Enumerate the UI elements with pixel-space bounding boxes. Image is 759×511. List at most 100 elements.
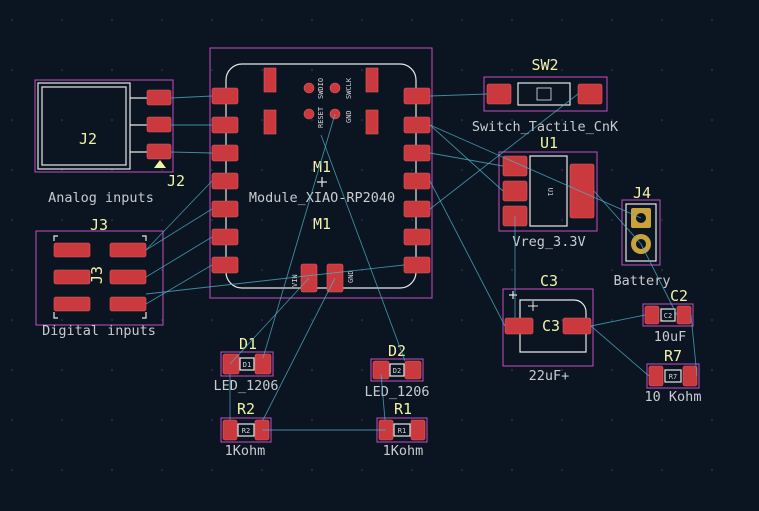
grid-dot (411, 219, 413, 221)
u1-value: Vreg_3.3V (512, 234, 585, 250)
m1-pad-swclk[interactable] (329, 82, 341, 94)
j2-pad-1[interactable] (146, 89, 172, 106)
m1-pad-reset[interactable] (303, 82, 315, 94)
ratsnest-line (145, 264, 213, 305)
c3-silk-polarity (509, 291, 517, 299)
sw2-pad-2[interactable] (577, 83, 603, 105)
resistor-r7[interactable]: R7 R7 10 Kohm (645, 347, 702, 405)
connector-j4[interactable]: J4 Battery (614, 184, 671, 289)
grid-dot (561, 269, 563, 271)
j3-pad-4[interactable] (109, 269, 147, 285)
m1-pad-5[interactable] (211, 200, 239, 218)
m1-pad-6[interactable] (211, 228, 239, 246)
j3-silk-corners (53, 235, 147, 319)
m1-pad-13[interactable] (403, 116, 431, 134)
m1-pad-10[interactable] (403, 200, 431, 218)
m1-label-vin: VIN (291, 274, 299, 287)
grid-dot (611, 219, 613, 221)
u1-pad-2[interactable] (502, 180, 528, 202)
ratsnest-line (640, 243, 678, 316)
j3-pad-6[interactable] (109, 296, 147, 312)
connector-j3[interactable]: J3 J3 Digital inputs (35, 216, 164, 339)
d2-reference: D2 (388, 342, 406, 360)
j3-pad-1[interactable] (53, 242, 91, 258)
u1-pad-tab[interactable] (569, 163, 595, 219)
c3-pad-1[interactable] (504, 317, 534, 335)
r1-pad-2[interactable] (410, 419, 426, 441)
grid-dot (361, 319, 363, 321)
grid-dot (511, 469, 513, 471)
r2-pad-1[interactable] (222, 419, 238, 441)
capacitor-c2[interactable]: C2 C2 10uF (642, 287, 694, 345)
grid-dot (561, 169, 563, 171)
d1-pad-2[interactable] (254, 353, 272, 375)
r7-courtyard (646, 363, 700, 389)
m1-pad-2[interactable] (211, 116, 239, 134)
grid-dot (61, 469, 63, 471)
r1-silk (393, 423, 411, 437)
grid-dot (411, 469, 413, 471)
m1-pad-12[interactable] (403, 144, 431, 162)
d2-reference-fab: D2 (393, 367, 401, 375)
ratsnest-line (429, 93, 488, 97)
grid-dot (611, 269, 613, 271)
u1-silk-body (529, 155, 568, 227)
d2-pad-2[interactable] (404, 360, 422, 380)
j3-pad-3[interactable] (53, 269, 91, 285)
r7-reference-fab: R7 (669, 373, 677, 381)
grid-dot (211, 419, 213, 421)
c3-pad-2[interactable] (562, 317, 592, 335)
grid-dot (211, 319, 213, 321)
m1-pad-9[interactable] (403, 228, 431, 246)
j3-pad-2[interactable] (109, 242, 147, 258)
r7-pad-2[interactable] (682, 365, 698, 387)
c2-value: 10uF (654, 329, 687, 345)
ratsnest-line (145, 236, 213, 278)
led-d2[interactable]: D2 D2 LED_1206 (364, 342, 429, 400)
m1-pad-11[interactable] (403, 172, 431, 190)
led-d1[interactable]: D1 D1 LED_1206 (213, 335, 278, 394)
ratsnest-line (590, 314, 646, 327)
m1-pad-3[interactable] (211, 144, 239, 162)
m1-pad-mid-right[interactable] (365, 109, 379, 135)
ratsnest-line (380, 373, 386, 421)
j3-pad-5[interactable] (53, 296, 91, 312)
module-m1[interactable]: RESET SWDIO SWCLK GND VIN GND M1 Module_… (209, 47, 433, 299)
grid-dot (61, 369, 63, 371)
sw2-pad-1[interactable] (486, 83, 512, 105)
grid-dot (361, 469, 363, 471)
grid-dot (461, 319, 463, 321)
ratsnest-line (262, 113, 336, 359)
r7-pad-1[interactable] (648, 365, 664, 387)
m1-pad-14[interactable] (403, 87, 431, 105)
connector-j2[interactable]: J2 J2 Analog inputs (34, 79, 185, 206)
j2-pad-2[interactable] (146, 116, 172, 133)
m1-pad-8[interactable] (403, 256, 431, 274)
c2-pad-2[interactable] (676, 305, 692, 325)
m1-pad-4[interactable] (211, 172, 239, 190)
switch-sw2[interactable]: SW2 Switch_Tactile_CnK (472, 56, 619, 135)
c2-pad-1[interactable] (644, 305, 660, 325)
m1-pad-top-left[interactable] (263, 67, 277, 93)
ratsnest-line (429, 152, 504, 167)
sw2-silk-body (517, 82, 571, 106)
m1-pad-7[interactable] (211, 256, 239, 274)
grid-dot (261, 319, 263, 321)
resistor-r2[interactable]: R2 R2 1Kohm (220, 400, 272, 459)
grid-dot (611, 119, 613, 121)
grid-dot (161, 319, 163, 321)
m1-pad-1[interactable] (211, 87, 239, 105)
m1-pad-mid-left[interactable] (263, 109, 277, 135)
capacitor-c3[interactable]: C3 C3 22uF+ (502, 272, 594, 384)
grid-dot (661, 419, 663, 421)
j4-silk (625, 203, 657, 262)
grid-dot (161, 69, 163, 71)
r2-value: 1Kohm (225, 443, 266, 459)
c2-reference-fab: C2 (664, 312, 672, 320)
grid-dot (561, 369, 563, 371)
resistor-r1[interactable]: R1 R1 1Kohm (376, 400, 428, 459)
m1-pad-swdio[interactable] (303, 108, 315, 120)
m1-pad-top-right[interactable] (365, 67, 379, 93)
j2-pad-3[interactable] (146, 143, 172, 160)
